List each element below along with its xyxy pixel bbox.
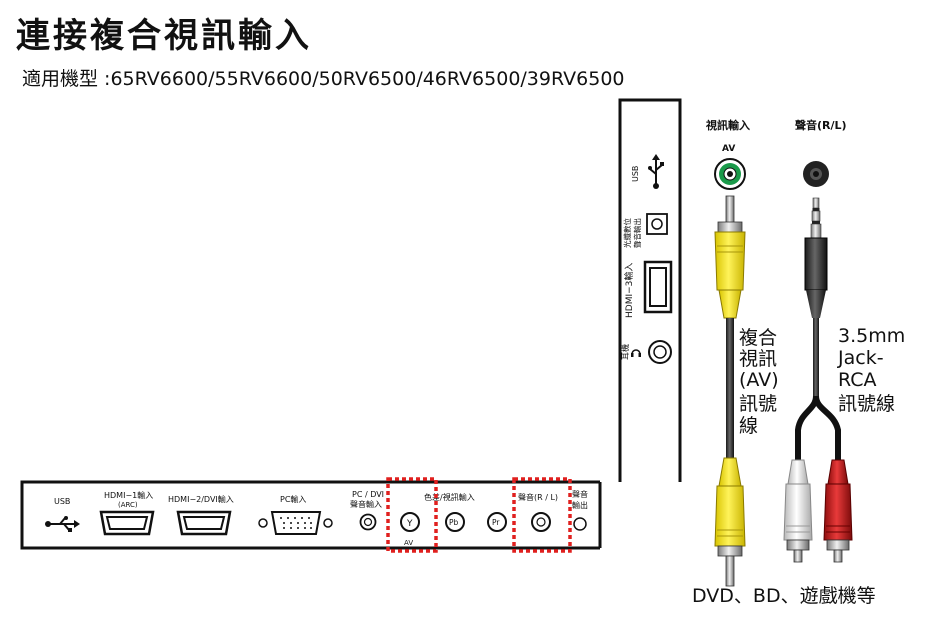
- hdmi1-label-1: HDMI−1輸入: [104, 490, 153, 500]
- bottom-usb-icon: [45, 516, 80, 532]
- optical-port-icon: [646, 213, 668, 235]
- audio-header: 聲音(R/L): [795, 118, 847, 132]
- vga-port-icon: [258, 511, 333, 535]
- earphone-jack-icon: [648, 340, 672, 364]
- hdmi2-label: HDMI−2/DVI輸入: [168, 494, 234, 504]
- video-in-header: 視訊輸入: [705, 118, 750, 132]
- composite-label-2: 視訊: [739, 348, 777, 370]
- hdmi3-port-icon: [643, 260, 673, 314]
- hdmi1-label-2: (ARC): [118, 501, 138, 509]
- bottom-usb-label: USB: [54, 497, 70, 506]
- composite-label-1: 複合: [739, 327, 777, 349]
- av-top-label: AV: [722, 144, 735, 154]
- audio-cable-label-3: RCA: [838, 369, 877, 391]
- audio-input-jack-icon: [803, 161, 829, 187]
- side-panel: USB 光纖數位 聲音輸出 HDMI−3輸入 耳機: [618, 98, 682, 482]
- composite-label-5: 線: [739, 415, 758, 437]
- audio-cable-label-4: 訊號線: [838, 393, 895, 415]
- bottom-audio-jack-icon: [531, 512, 551, 532]
- side-optical-label-1: 光纖數位: [622, 218, 632, 248]
- audio-out-label-2: 輸出: [572, 500, 588, 510]
- side-usb-label: USB: [631, 166, 640, 182]
- audio-cable-label-1: 3.5mm: [838, 325, 905, 347]
- audio-cable-label-2: Jack-: [837, 347, 884, 369]
- hdmi1-port-icon: [99, 510, 155, 536]
- component-label: 色差/視訊輸入: [424, 492, 475, 502]
- bottom-panel: [20, 480, 602, 550]
- bottom-av-label: AV: [404, 539, 413, 547]
- jack-y-label: Y: [406, 519, 413, 529]
- side-earphone-label: 耳機: [620, 344, 630, 360]
- side-optical-label-2: 聲音輸出: [632, 218, 642, 248]
- composite-cable: [714, 195, 746, 587]
- av-input-jack-icon: [714, 158, 746, 190]
- composite-label-3: (AV): [739, 369, 779, 391]
- audio-out-jack-icon: [573, 517, 587, 531]
- page-title: 連接複合視訊輸入: [16, 16, 312, 56]
- usb-icon: [648, 154, 664, 189]
- audio-rl-label: 聲音(R / L): [518, 492, 558, 502]
- audio-highlight-box: [512, 477, 572, 553]
- audio-cable: [783, 197, 853, 563]
- pcdvi-label-1: PC / DVI: [352, 490, 384, 499]
- pcdvi-label-2: 聲音輸入: [350, 499, 382, 509]
- headphone-icon: [631, 349, 641, 357]
- audio-out-label-1: 聲音: [572, 489, 588, 499]
- jack-pb: Pb: [445, 512, 465, 532]
- jack-pb-label: Pb: [449, 518, 459, 527]
- composite-label-4: 訊號: [739, 393, 777, 415]
- side-hdmi3-label: HDMI−3輸入: [623, 263, 635, 318]
- jack-y: Y: [400, 512, 420, 532]
- hdmi2-port-icon: [176, 510, 232, 536]
- jack-pr: Pr: [487, 512, 507, 532]
- page-subtitle: 適用機型 :65RV6600/55RV6600/50RV6500/46RV650…: [22, 68, 625, 90]
- pcdvi-audio-jack-icon: [359, 513, 377, 531]
- av-highlight-box: [386, 477, 438, 553]
- pc-input-label: PC輸入: [280, 494, 306, 504]
- device-label: DVD、BD、遊戲機等: [692, 585, 876, 607]
- jack-pr-label: Pr: [492, 518, 500, 527]
